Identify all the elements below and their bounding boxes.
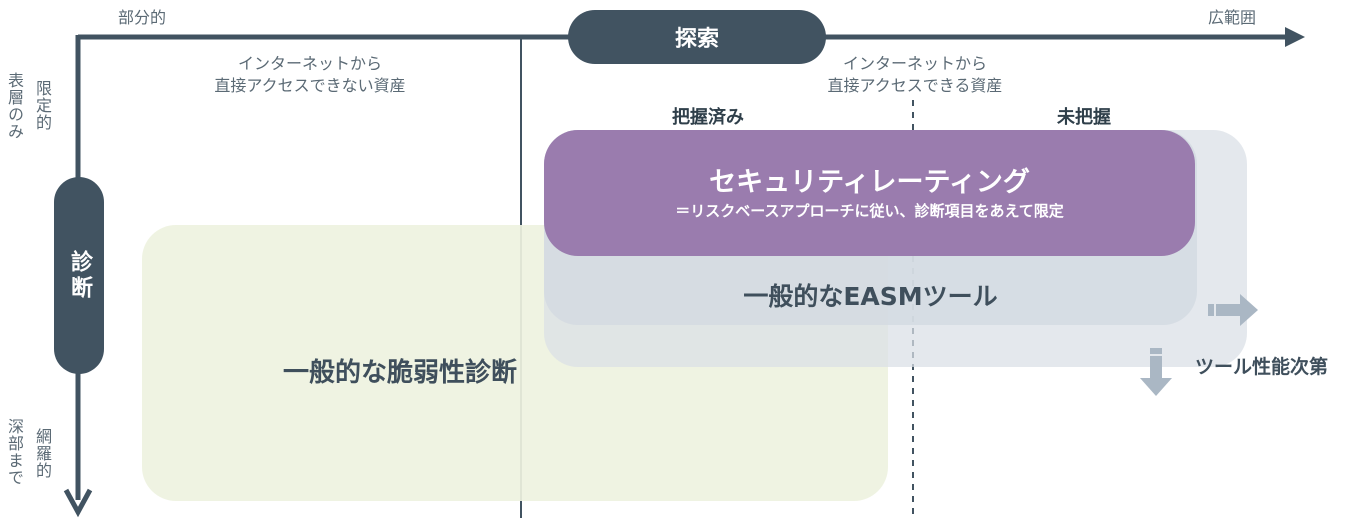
not-accessible-line1: インターネットから: [237, 54, 382, 73]
x-axis-title-pill: 探索: [568, 10, 826, 64]
x-axis-title: 探索: [674, 27, 719, 52]
expand-down-arrow-icon: [1140, 348, 1172, 396]
tool-dependent-note: ツール性能次第: [1195, 356, 1329, 378]
security-rating-box: [544, 130, 1195, 256]
accessible-label: インターネットから 直接アクセスできる資産: [755, 53, 1075, 97]
accessible-line1: インターネットから: [842, 54, 987, 73]
y-axis-title: 診断: [67, 249, 92, 302]
accessible-line2: 直接アクセスできる資産: [827, 76, 1003, 95]
not-accessible-line2: 直接アクセスできない資産: [214, 76, 406, 95]
expand-right-arrow-icon: [1208, 294, 1258, 326]
known-label: 把握済み: [672, 107, 744, 128]
x-axis-left-label: 部分的: [118, 8, 167, 27]
y-bottom-inner-label: 網羅的: [33, 428, 52, 479]
y-axis-arrowhead: [63, 488, 93, 518]
y-axis-title-pill: 診断: [54, 177, 104, 374]
y-bottom-outer-label: 深部まで: [5, 418, 24, 486]
x-axis-arrowhead: [1285, 27, 1305, 47]
not-accessible-label: インターネットから 直接アクセスできない資産: [150, 53, 470, 97]
x-axis-right-label: 広範囲: [1208, 8, 1257, 27]
easm-label: 一般的なEASMツール: [743, 282, 998, 311]
y-top-outer-label: 表層のみ: [5, 72, 24, 140]
y-top-inner-label: 限定的: [33, 80, 52, 131]
security-rating-title: セキュリティレーティング: [709, 167, 1030, 198]
vuln-assessment-label: 一般的な脆弱性診断: [282, 358, 517, 388]
unknown-label: 未把握: [1057, 107, 1111, 128]
security-rating-subtitle: ＝リスクベースアプローチに従い、診断項目をあえて限定: [675, 202, 1064, 220]
